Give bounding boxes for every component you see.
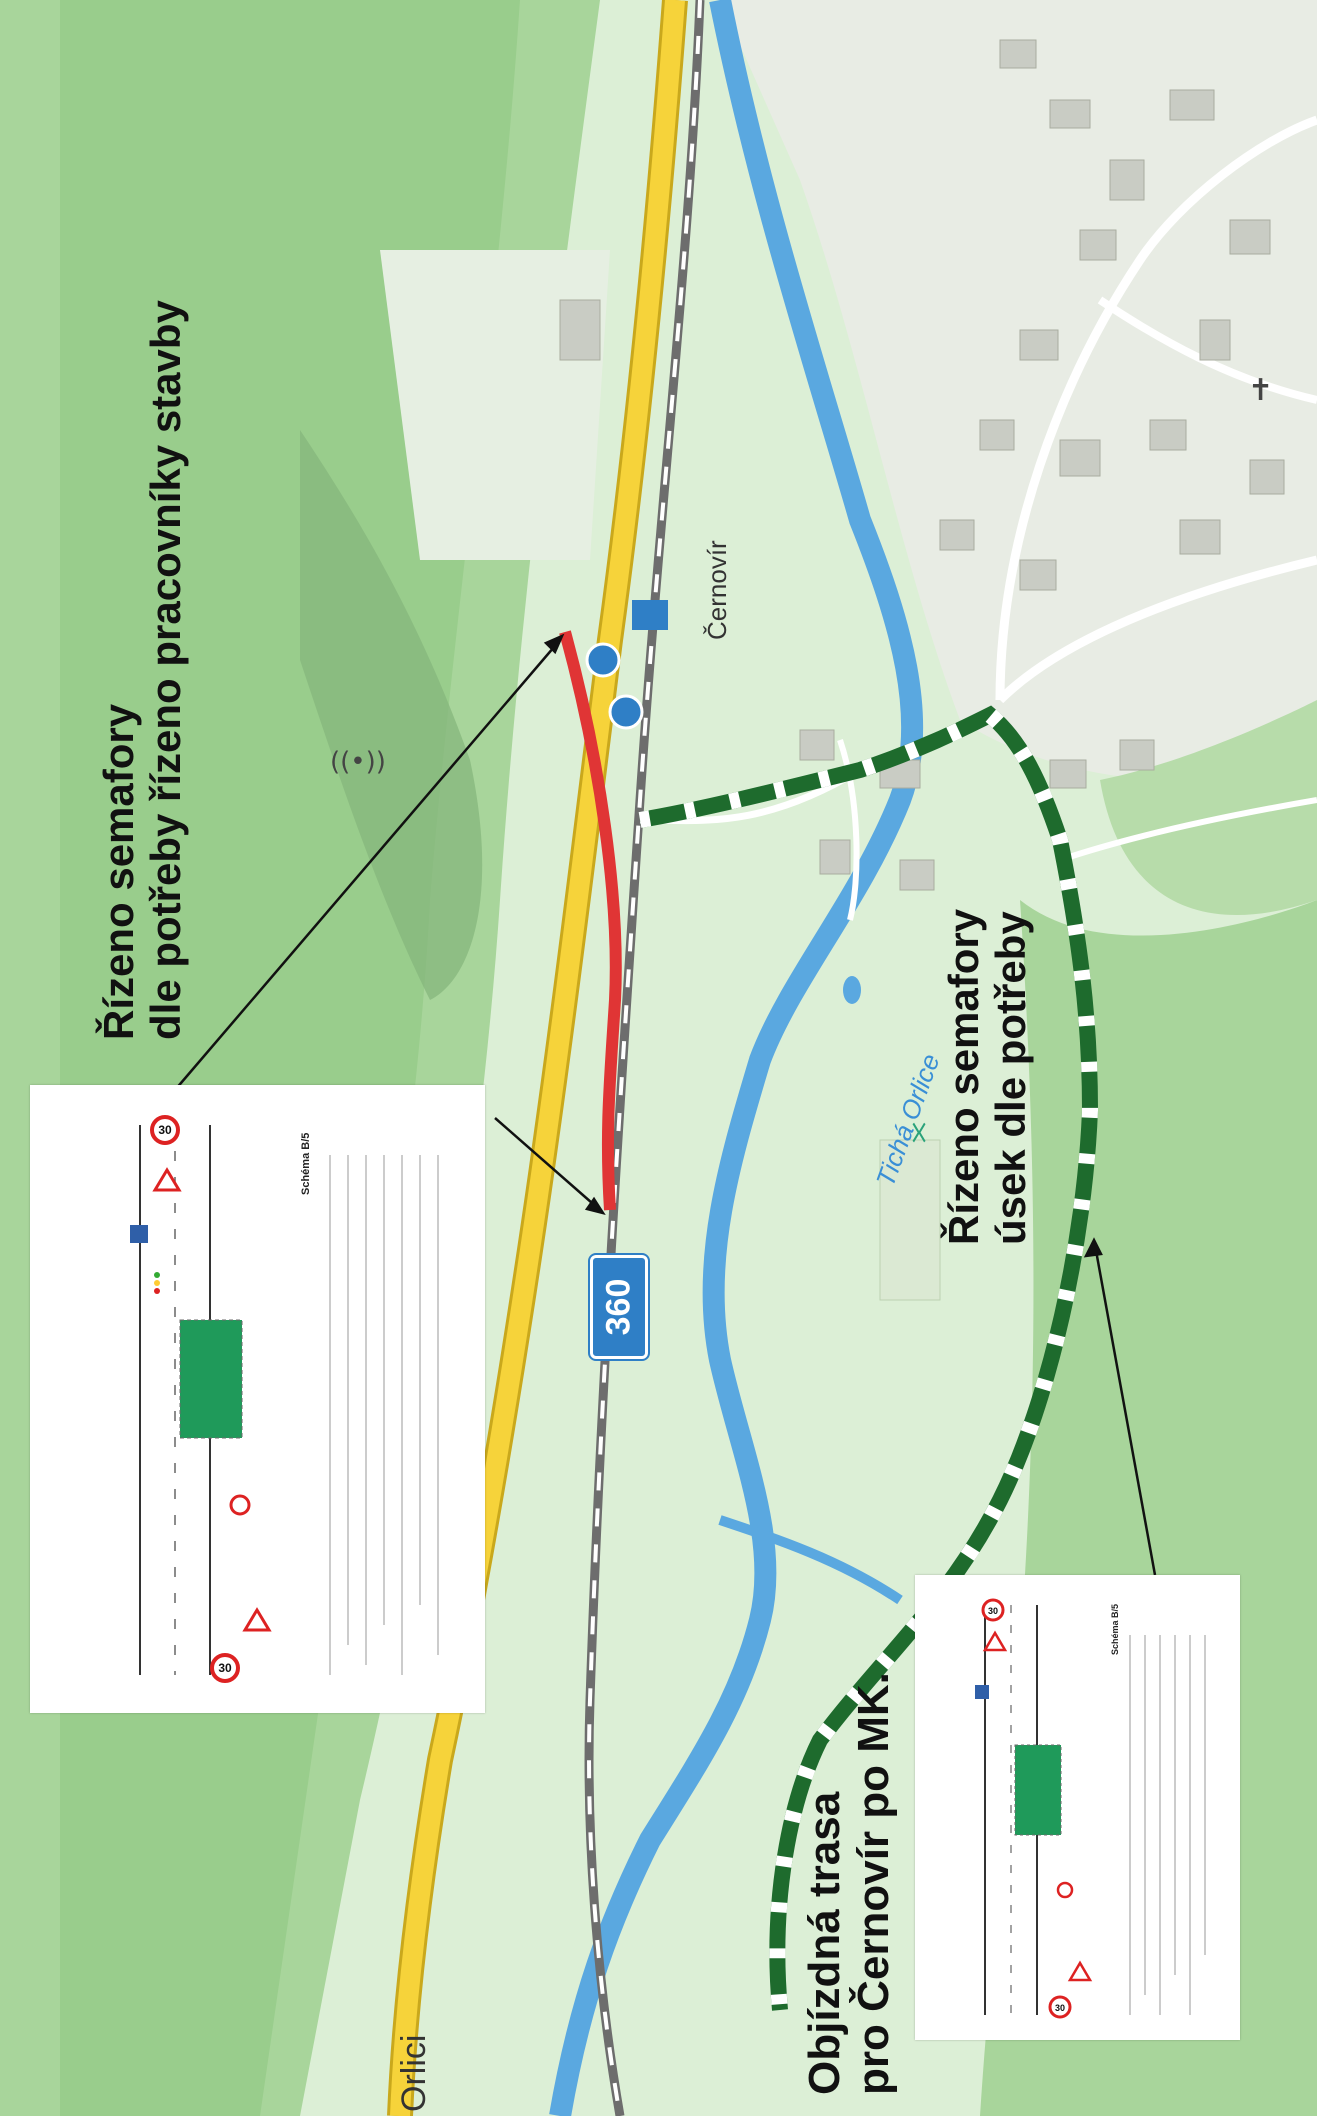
label-line: Řízeno semafory bbox=[95, 703, 142, 1040]
road-number-shield: 360 bbox=[588, 1253, 650, 1361]
main-road bbox=[390, 0, 685, 2116]
bus-stop-icon bbox=[585, 642, 621, 678]
speed-sign-number: 30 bbox=[218, 1661, 232, 1675]
arrow-mid-head bbox=[584, 1196, 606, 1215]
scheme-drawing: 30 30 bbox=[130, 1115, 439, 1683]
scheme-inset-left: 30 30 Schéma B/5 bbox=[30, 1085, 485, 1713]
antenna-icon: ((•)) bbox=[330, 747, 386, 777]
arrow-right-head bbox=[1083, 1237, 1103, 1258]
road-number: 360 bbox=[599, 1278, 638, 1336]
grass-strip bbox=[879, 1139, 941, 1301]
station-icon bbox=[632, 600, 668, 630]
buildings bbox=[559, 39, 1285, 891]
label-line: Objízdná trasa bbox=[800, 1791, 849, 2095]
speed-sign-number: 30 bbox=[1055, 2003, 1065, 2013]
bus-stop-icon bbox=[608, 694, 644, 730]
label-line: Řízeno semafory bbox=[940, 908, 987, 1245]
label-line: dle potřeby řízeno pracovníky stavby bbox=[142, 300, 190, 1040]
detour-line bbox=[638, 705, 1099, 2011]
place-name: Černovír bbox=[702, 540, 732, 640]
ridge-shading bbox=[300, 430, 483, 1000]
scheme-inset-right: 30 30 Schéma B/5 bbox=[915, 1575, 1240, 2040]
railway bbox=[584, 0, 705, 2116]
clearing bbox=[380, 250, 610, 560]
street bbox=[996, 555, 1317, 704]
closure-segment bbox=[559, 630, 622, 1211]
speed-sign-bottom bbox=[210, 1653, 240, 1683]
label-line: úsek dle potřeby bbox=[987, 911, 1035, 1245]
scheme-drawing: 30 30 bbox=[975, 1598, 1206, 2019]
scheme-title: Schéma B/5 bbox=[300, 1132, 312, 1195]
detour-route bbox=[638, 705, 1099, 2011]
speed-sign-top bbox=[150, 1115, 180, 1145]
river-branch bbox=[718, 1515, 903, 1605]
street bbox=[1097, 296, 1317, 404]
label-detour: Objízdná trasa pro Černovír po MK. bbox=[800, 1672, 899, 2095]
pond bbox=[843, 976, 861, 1004]
label-semafory-mid: Řízeno semafory úsek dle potřeby bbox=[940, 909, 1034, 1245]
edge-place-fragment: Orlici bbox=[395, 2034, 433, 2112]
speed-sign-number: 30 bbox=[158, 1123, 172, 1137]
street bbox=[1059, 797, 1317, 863]
arrow-right-line bbox=[1093, 1244, 1157, 1576]
arrow-mid-line bbox=[494, 1117, 601, 1211]
village-area bbox=[720, 0, 1317, 781]
label-semafory-top: Řízeno semafory dle potřeby řízeno praco… bbox=[95, 300, 189, 1040]
speed-sign-number: 30 bbox=[988, 1606, 998, 1616]
river bbox=[549, 0, 924, 2116]
street bbox=[837, 739, 860, 921]
forest-right-top bbox=[1100, 700, 1317, 915]
street bbox=[995, 115, 1317, 701]
arrow-top-line bbox=[174, 639, 561, 1091]
sport-icon: ☓ bbox=[910, 1114, 928, 1154]
arrow-top-head bbox=[543, 633, 565, 655]
label-line: pro Černovír po MK. bbox=[849, 1672, 899, 2095]
cross-icon: ✝ bbox=[1248, 373, 1273, 408]
scheme-title: Schéma B/5 bbox=[1110, 1603, 1120, 1655]
pointer-arrows bbox=[174, 633, 1157, 1576]
